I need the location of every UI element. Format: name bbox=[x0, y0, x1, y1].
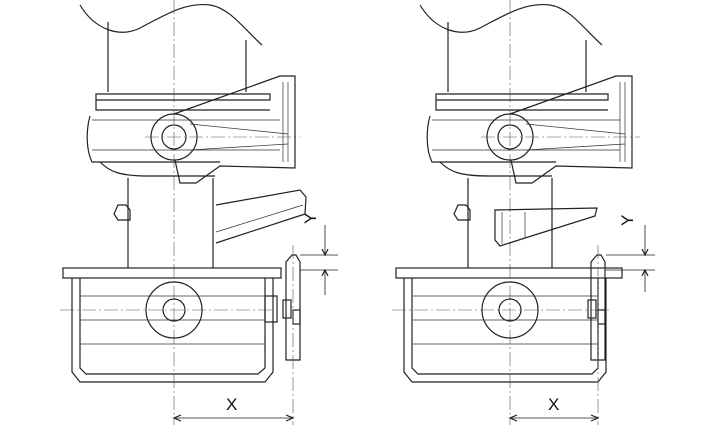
left-post bbox=[113, 178, 214, 268]
right-y-label: Y bbox=[618, 215, 637, 226]
left-y-dimension: Y bbox=[300, 213, 338, 295]
right-chute bbox=[494, 207, 598, 247]
left-pivot-head bbox=[86, 75, 300, 184]
left-base bbox=[60, 267, 282, 383]
left-sensor bbox=[282, 245, 301, 425]
right-post bbox=[453, 178, 553, 268]
right-pivot-head bbox=[426, 75, 640, 184]
right-y-dimension: Y bbox=[606, 215, 655, 292]
right-column bbox=[419, 0, 603, 425]
right-assembly: Y X bbox=[392, 0, 655, 425]
left-chute bbox=[215, 189, 307, 244]
right-base bbox=[392, 267, 623, 383]
left-y-label: Y bbox=[301, 213, 320, 224]
right-x-dimension: X bbox=[508, 395, 600, 422]
right-x-label: X bbox=[548, 395, 559, 414]
left-x-dimension: X bbox=[172, 395, 295, 422]
left-column bbox=[79, 0, 263, 425]
right-sensor bbox=[587, 245, 606, 425]
left-assembly: Y X bbox=[60, 0, 338, 425]
left-x-label: X bbox=[226, 395, 237, 414]
